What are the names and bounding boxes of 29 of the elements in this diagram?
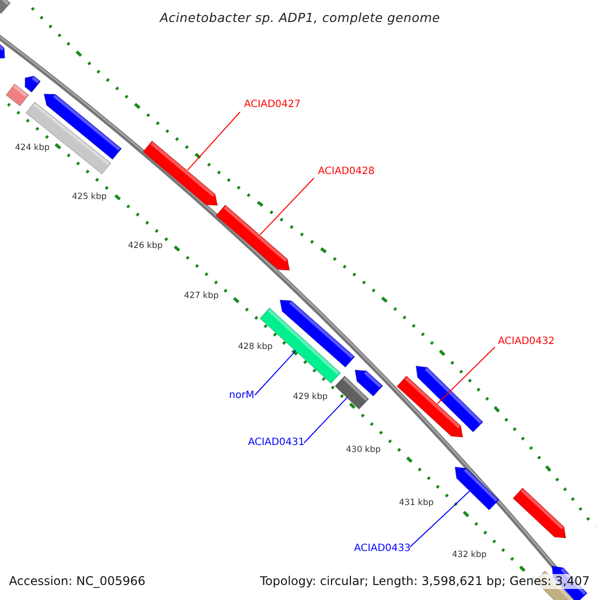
position-label: 426 kbp — [128, 241, 163, 251]
gene-glyph — [216, 204, 290, 270]
gene-label: ACIAD0427 — [244, 99, 301, 111]
leader-line — [187, 112, 240, 171]
position-label: 428 kbp — [238, 342, 273, 352]
leader-line — [304, 397, 348, 444]
position-label: 425 kbp — [72, 192, 107, 202]
leader-line — [410, 490, 470, 548]
gene-glyph — [397, 376, 463, 437]
genome-info: Topology: circular; Length: 3,598,621 bp; Genes: 3,407 — [260, 574, 590, 589]
position-label: 429 kbp — [293, 392, 328, 402]
gene-glyph — [455, 467, 499, 510]
gene-label: ACIAD0431 — [248, 437, 305, 449]
position-label: 424 kbp — [15, 143, 50, 153]
position-label: 430 kbp — [346, 445, 381, 455]
gene-glyph — [143, 140, 218, 205]
position-label: 427 kbp — [184, 291, 219, 301]
gene-label: ACIAD0428 — [318, 166, 375, 178]
leader-line — [254, 350, 296, 396]
gene-block — [335, 376, 369, 410]
position-label: 432 kbp — [452, 550, 487, 560]
position-label: 431 kbp — [399, 498, 434, 508]
leader-line — [436, 346, 496, 404]
leader-line — [260, 178, 314, 236]
gene-label: ACIAD0433 — [354, 543, 411, 555]
genome-info: Accession: NC_005966 — [9, 574, 146, 589]
gene-label: norM — [229, 390, 254, 402]
gene-label: ACIAD0432 — [498, 336, 555, 348]
title: Acinetobacter sp. ADP1, complete genome — [158, 10, 442, 25]
